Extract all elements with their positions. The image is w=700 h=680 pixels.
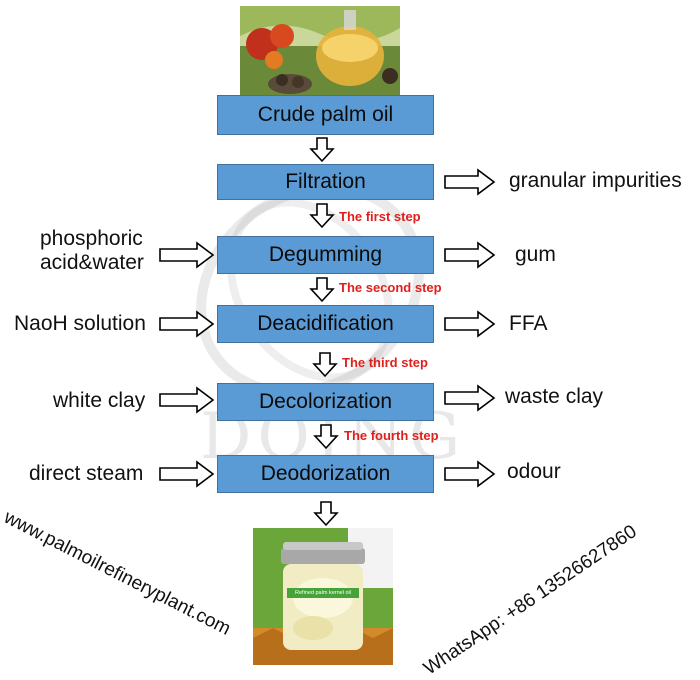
input-label-degumming: phosphoric acid&water (40, 227, 144, 275)
crude-palm-oil-photo (240, 6, 400, 96)
input-label-line-2: acid&water (40, 251, 144, 274)
output-label-filtration: granular impurities (509, 169, 682, 192)
step-label-first: The first step (339, 209, 421, 224)
step-label-second: The second step (339, 280, 442, 295)
product-label: Refined palm kernel oil (295, 590, 351, 596)
down-arrow-icon (313, 501, 339, 527)
input-label-deacidification: NaoH solution (14, 312, 146, 335)
website-text: www.palmoilrefineryplant.com (0, 507, 234, 640)
process-box-degumming: Degumming (217, 236, 434, 274)
input-label-deodorization: direct steam (29, 462, 144, 485)
process-box-decolorization: Decolorization (217, 383, 434, 421)
right-arrow-icon (444, 168, 496, 196)
down-arrow-icon (309, 277, 335, 303)
output-label-deodorization: odour (507, 460, 561, 483)
output-label-decolorization: waste clay (505, 385, 604, 408)
refined-oil-jar-photo: Refined palm kernel oil (253, 528, 393, 665)
process-box-deacidification: Deacidification (217, 305, 434, 343)
input-label-line-1: phosphoric (40, 227, 143, 250)
right-arrow-icon (159, 241, 215, 269)
step-label-fourth: The fourth step (344, 428, 439, 443)
down-arrow-icon (313, 424, 339, 450)
right-arrow-icon (444, 241, 496, 269)
right-arrow-icon (159, 460, 215, 488)
right-arrow-icon (159, 310, 215, 338)
input-label-decolorization: white clay (53, 389, 146, 412)
down-arrow-icon (309, 137, 335, 163)
down-arrow-icon (312, 352, 338, 378)
whatsapp-text: WhatsApp: +86 13526627860 (420, 521, 641, 680)
right-arrow-icon (159, 386, 215, 414)
right-arrow-icon (444, 384, 496, 412)
right-arrow-icon (444, 460, 496, 488)
process-box-filtration: Filtration (217, 164, 434, 200)
crude-palm-oil-box: Crude palm oil (217, 95, 434, 135)
process-box-deodorization: Deodorization (217, 455, 434, 493)
step-label-third: The third step (342, 355, 428, 370)
right-arrow-icon (444, 310, 496, 338)
output-label-degumming: gum (515, 243, 556, 266)
down-arrow-icon (309, 203, 335, 229)
output-label-deacidification: FFA (509, 312, 548, 335)
